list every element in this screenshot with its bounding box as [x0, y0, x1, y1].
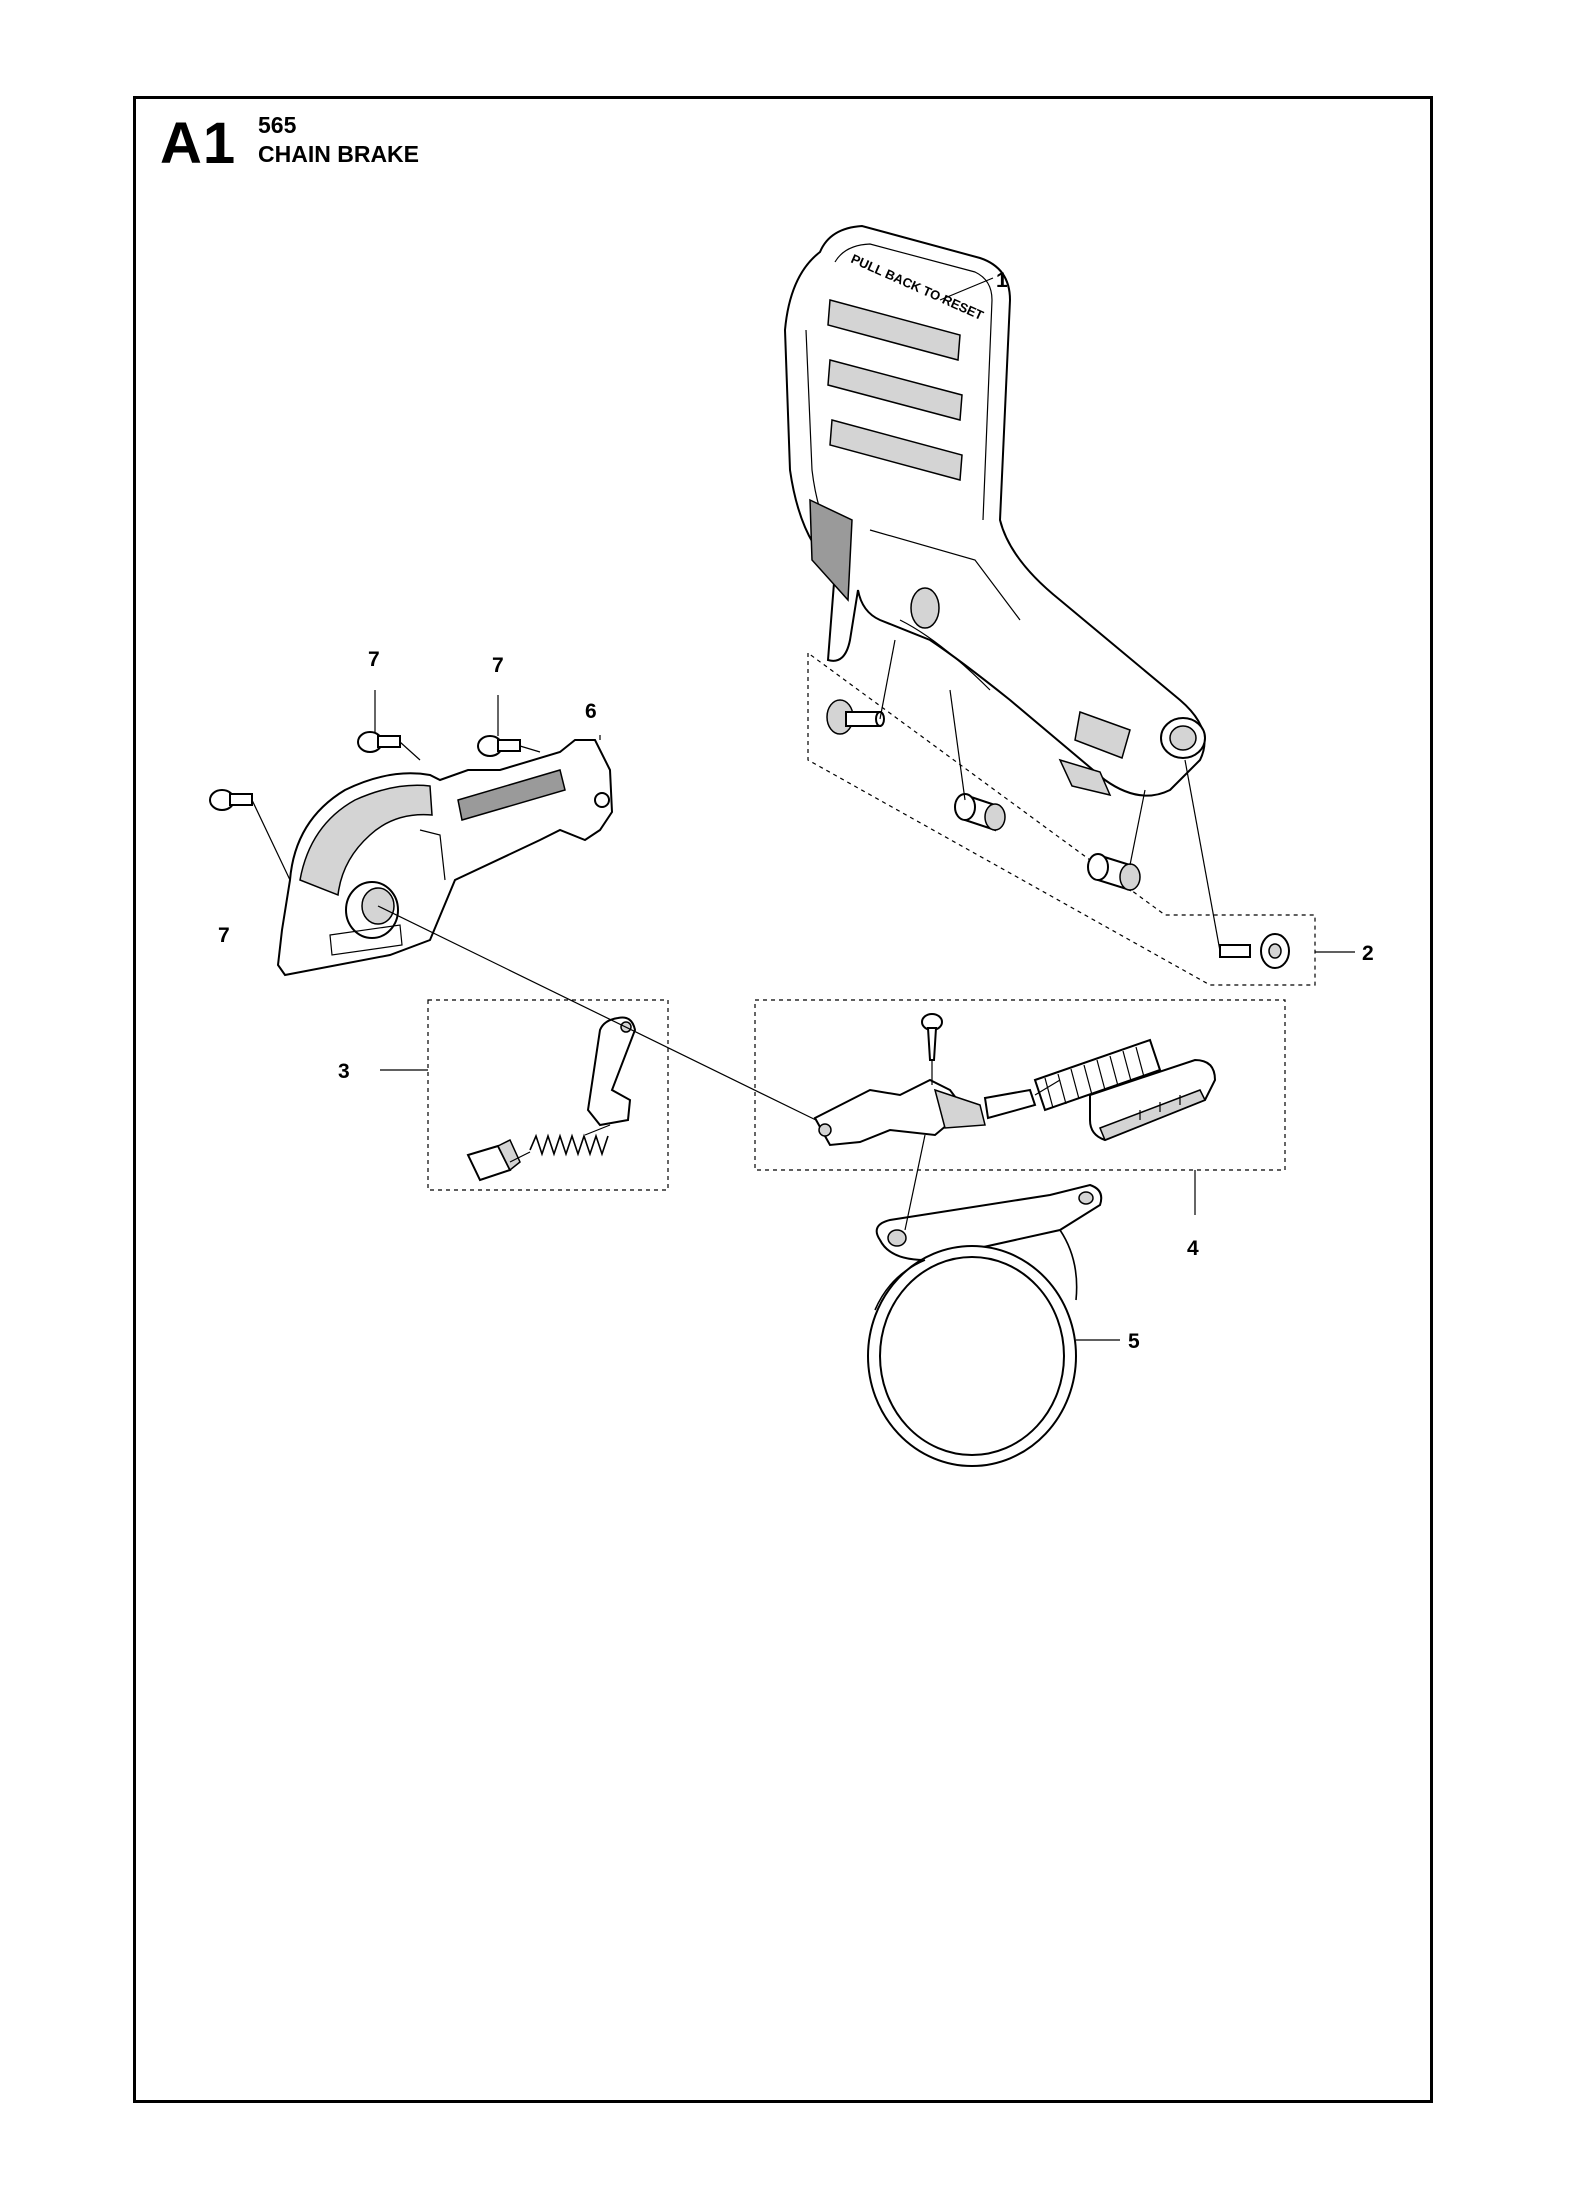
callout-3: 3 [338, 1060, 350, 1083]
diagram-title: CHAIN BRAKE [258, 141, 419, 167]
shoulder-bolt [1219, 933, 1290, 969]
callout-4: 4 [1187, 1237, 1199, 1260]
screw-2 [477, 735, 521, 757]
callout-1: 1 [996, 269, 1008, 292]
brake-band-part [867, 1134, 1103, 1467]
spring-kit-group [427, 999, 669, 1191]
compression-spring-small [529, 1133, 609, 1157]
callout-7-top-right: 7 [492, 654, 504, 677]
callout-6: 6 [585, 700, 597, 723]
brake-lever-main [813, 1078, 986, 1147]
callout-7-top-left: 7 [368, 648, 380, 671]
screw-1 [357, 731, 401, 753]
hand-guard-part: PULL BACK TO RESET [783, 224, 1206, 797]
spring-guide-pin [983, 1088, 1037, 1120]
leader-1 [939, 277, 994, 301]
plunger-block [466, 1138, 521, 1182]
brake-housing-part [276, 739, 614, 977]
model-number: 565 [258, 112, 297, 138]
callout-7-left: 7 [218, 924, 230, 947]
spring-cover [1089, 1058, 1217, 1142]
brake-lever-small [586, 1016, 637, 1127]
diagram-frame [133, 96, 1433, 2103]
section-code: A1 [160, 111, 237, 176]
compression-spring-large [1033, 1038, 1162, 1112]
bushing-kit-group [807, 639, 1316, 986]
sleeve-bushing-1 [954, 793, 1006, 832]
sleeve-bushing-2 [1087, 853, 1141, 892]
lever-screw [921, 1013, 943, 1061]
callout-5: 5 [1128, 1330, 1140, 1353]
callout-2: 2 [1362, 942, 1374, 965]
pivot-pin-left [826, 699, 885, 735]
brake-lever-kit-group [754, 999, 1286, 1171]
screw-3 [209, 789, 253, 811]
